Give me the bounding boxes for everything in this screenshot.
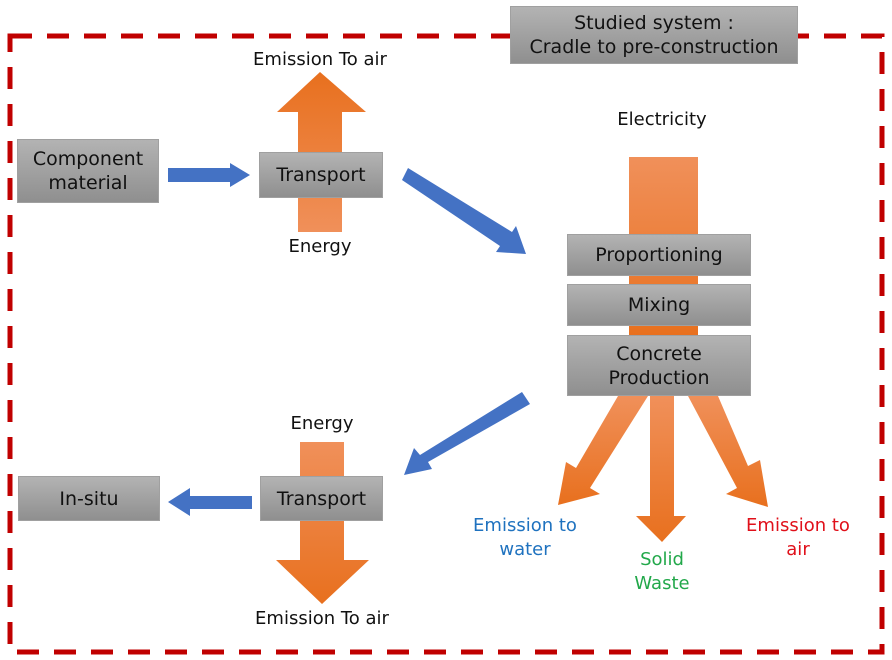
system-boundary	[7, 33, 885, 655]
component-material-box: Component material	[17, 139, 159, 203]
emission-down-arrow	[276, 442, 369, 604]
transport-box-2: Transport	[260, 476, 383, 521]
flow-arrow-to-transport	[168, 163, 250, 187]
emission-to-air-label-top: Emission To air	[253, 49, 387, 70]
solid-waste-label: Solid Waste	[634, 549, 690, 594]
concrete-production-box: Concrete Production	[567, 335, 751, 396]
emission-to-water-label: Emission to water	[473, 515, 577, 560]
water-emission-arrow	[558, 396, 648, 505]
flow-arrow-to-insitu	[168, 488, 252, 516]
air-emission-arrow	[688, 396, 768, 507]
emission-to-air-label-bottom: Emission To air	[255, 608, 389, 629]
waste-emission-arrow	[636, 396, 686, 542]
insitu-box: In-situ	[18, 476, 160, 521]
transport-box-1: Transport	[259, 152, 383, 198]
flow-arrow-to-plant	[402, 168, 526, 254]
mixing-box: Mixing	[567, 284, 751, 326]
flow-arrow-to-site-transport	[404, 392, 530, 475]
system-title: Studied system : Cradle to pre-construct…	[510, 6, 798, 64]
system-title-line2: Cradle to pre-construction	[529, 36, 779, 58]
emission-to-air-label-right: Emission to air	[746, 515, 850, 560]
electricity-label: Electricity	[617, 109, 707, 130]
system-title-line1: Studied system :	[574, 12, 734, 34]
energy-label-2: Energy	[290, 413, 354, 434]
energy-label-1: Energy	[288, 236, 352, 257]
proportioning-box: Proportioning	[567, 234, 751, 276]
